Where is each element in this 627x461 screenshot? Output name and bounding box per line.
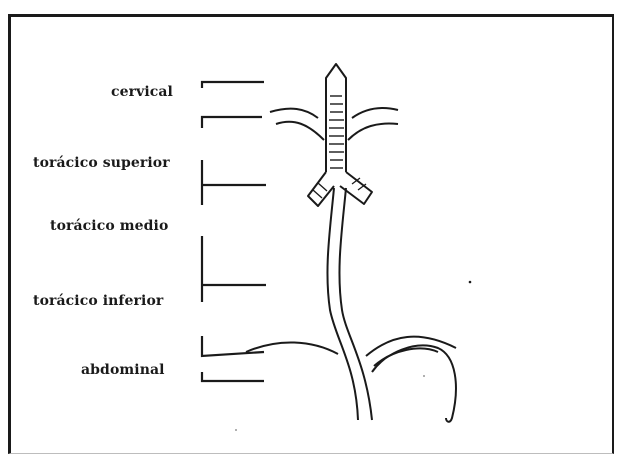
bracket-abdominal: [202, 336, 264, 356]
esophagus-right-wall: [339, 188, 372, 420]
stomach-inner: [374, 348, 438, 366]
bracket-cervical: [202, 82, 264, 88]
left-bronchus: [308, 172, 334, 206]
stomach-outline: [372, 345, 456, 421]
left-clavicle: [270, 109, 318, 118]
right-clavicle: [352, 108, 398, 118]
speck: [469, 281, 472, 284]
pharynx: [326, 64, 346, 172]
bracket-cervical-lower: [202, 117, 262, 128]
bracket-toracico-medio: [202, 236, 266, 302]
region-brackets: [202, 82, 266, 381]
bracket-toracico-superior: [202, 160, 266, 205]
right-clavicle-lower: [348, 124, 398, 140]
speck: [423, 375, 425, 377]
left-clavicle-lower: [276, 122, 324, 140]
esophagus-drawing: [246, 64, 456, 422]
bracket-abdominal-lower: [202, 372, 264, 381]
speck: [235, 429, 237, 431]
trachea-rings: [329, 96, 344, 168]
